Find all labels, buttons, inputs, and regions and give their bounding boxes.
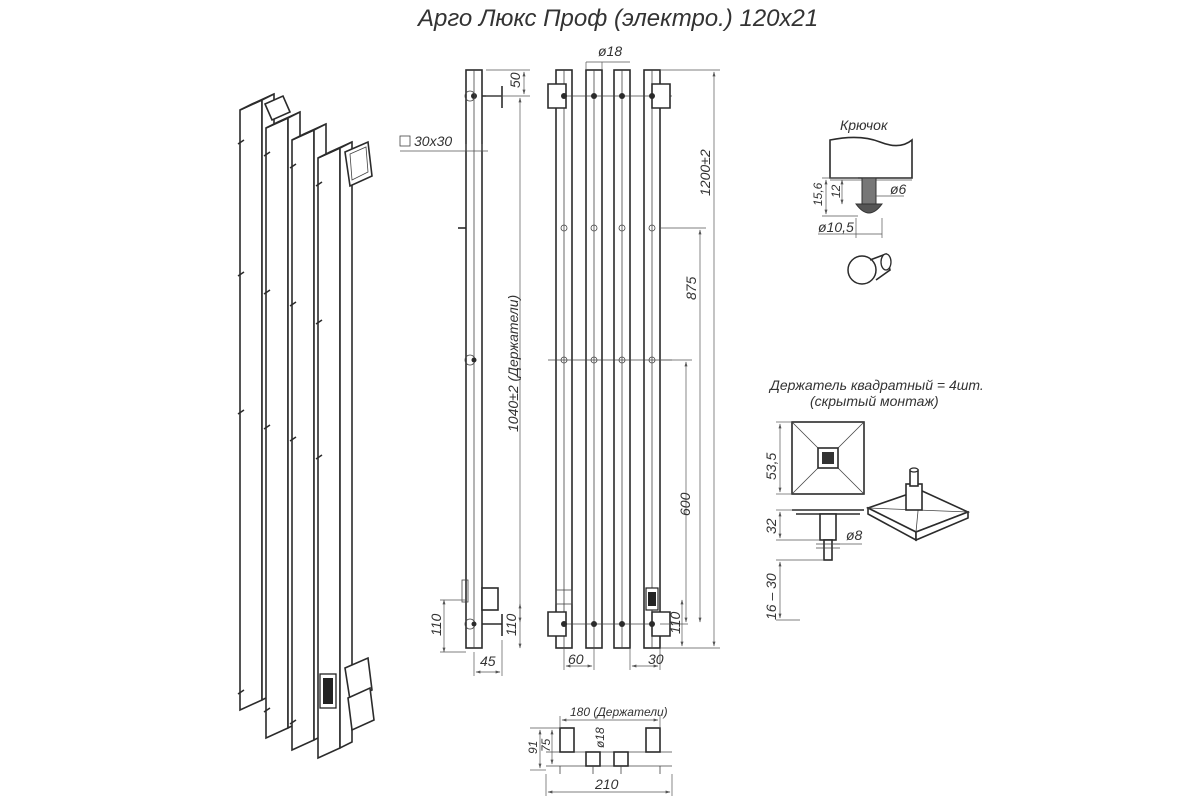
svg-text:180 (Держатели): 180 (Держатели) xyxy=(570,705,668,719)
svg-text:210: 210 xyxy=(594,776,619,792)
svg-text:110: 110 xyxy=(667,611,683,634)
top-view: 180 (Держатели) ø18 91 75 210 xyxy=(526,705,673,796)
svg-text:ø18: ø18 xyxy=(593,727,607,748)
svg-text:53,5: 53,5 xyxy=(763,453,779,480)
hook-title: Крючок xyxy=(840,117,889,133)
holder-detail: Держатель квадратный = 4шт. (скрытый мон… xyxy=(763,377,984,621)
svg-text:ø18: ø18 xyxy=(598,43,622,59)
svg-text:15,6: 15,6 xyxy=(811,182,825,206)
side-view: 50 30х30 1040±2 (Держатели) 110 110 45 xyxy=(399,69,530,676)
svg-text:30: 30 xyxy=(648,651,664,667)
svg-text:1200±2: 1200±2 xyxy=(697,149,713,196)
holder-subtitle: (скрытый монтаж) xyxy=(810,393,939,409)
svg-text:110: 110 xyxy=(503,613,519,636)
tube-section-label: 30х30 xyxy=(414,133,452,149)
svg-text:110: 110 xyxy=(428,613,444,636)
drawing-title: Арго Люкс Проф (электро.) 120х21 xyxy=(416,5,818,32)
svg-text:75: 75 xyxy=(539,738,553,752)
isometric-view xyxy=(237,92,375,760)
svg-text:ø6: ø6 xyxy=(890,181,907,197)
front-view: ø18 1200±2 875 600 110 60 30 xyxy=(547,43,720,670)
svg-text:600: 600 xyxy=(677,492,693,516)
svg-text:16 – 30: 16 – 30 xyxy=(763,573,779,620)
svg-text:ø10,5: ø10,5 xyxy=(818,219,854,235)
svg-text:60: 60 xyxy=(568,651,584,667)
svg-text:875: 875 xyxy=(683,276,699,300)
svg-text:32: 32 xyxy=(763,518,779,534)
svg-text:91: 91 xyxy=(526,741,540,754)
svg-text:45: 45 xyxy=(480,653,496,669)
svg-text:1040±2 (Держатели): 1040±2 (Держатели) xyxy=(505,295,521,432)
holder-title: Держатель квадратный = 4шт. xyxy=(768,377,984,393)
hook-detail: Крючок 15,6 12 ø6 ø10,5 xyxy=(811,117,913,285)
svg-text:50: 50 xyxy=(507,72,523,88)
svg-text:ø8: ø8 xyxy=(846,527,863,543)
svg-text:12: 12 xyxy=(829,184,843,198)
